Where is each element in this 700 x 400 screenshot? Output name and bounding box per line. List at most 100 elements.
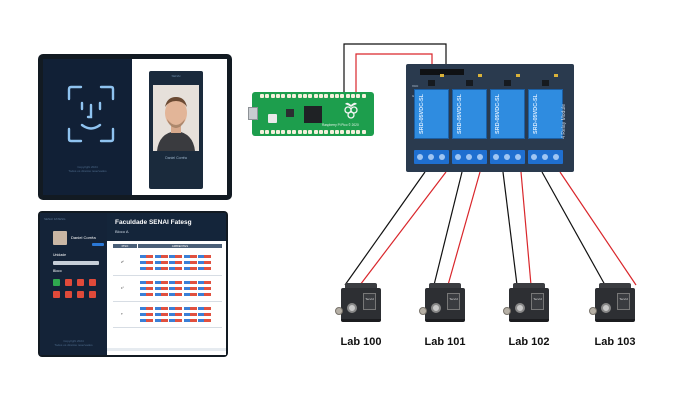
pico-pin <box>324 130 329 134</box>
room-open-segment <box>154 281 161 284</box>
room-toggle[interactable] <box>169 261 182 264</box>
room-toggle[interactable] <box>154 307 168 310</box>
block-button[interactable] <box>53 291 60 298</box>
room-toggle[interactable] <box>169 313 182 316</box>
room-toggle[interactable] <box>154 255 168 258</box>
room-toggle[interactable] <box>169 267 182 270</box>
room-toggle[interactable] <box>169 287 182 290</box>
pico-pin <box>313 130 318 134</box>
pico-pin <box>351 130 356 134</box>
room-toggle[interactable] <box>169 281 182 284</box>
room-open-segment <box>169 261 175 264</box>
room-close-segment <box>204 267 211 270</box>
room-toggle[interactable] <box>140 307 153 310</box>
terminal-screw <box>477 154 483 160</box>
room-toggle[interactable] <box>183 319 197 322</box>
room-toggle[interactable] <box>140 287 153 290</box>
block-button[interactable] <box>89 291 96 298</box>
room-toggle[interactable] <box>154 319 168 322</box>
relay: SRD-05VDC-SL-C <box>414 89 449 139</box>
room-toggle[interactable] <box>198 313 211 316</box>
room-toggle[interactable] <box>169 307 182 310</box>
room-toggle[interactable] <box>154 267 168 270</box>
block-button[interactable] <box>53 279 60 286</box>
electric-lock: Tecvid <box>589 283 639 325</box>
room-toggle[interactable] <box>183 293 197 296</box>
room-toggle[interactable] <box>169 293 182 296</box>
room-close-segment <box>146 287 153 290</box>
pico-pin <box>335 130 340 134</box>
room-toggle[interactable] <box>154 313 168 316</box>
lab-label: Lab 100 <box>340 336 382 348</box>
lock-top-plate <box>429 283 461 290</box>
room-toggle[interactable] <box>183 267 197 270</box>
block-label: Bloco <box>53 269 62 273</box>
pico-pin <box>292 94 297 98</box>
room-toggle[interactable] <box>140 267 153 270</box>
room-toggle[interactable] <box>198 261 211 264</box>
pico-pin <box>281 130 286 134</box>
relay-pin-header <box>420 69 464 75</box>
pico-pin <box>345 130 350 134</box>
pico-pin <box>351 94 356 98</box>
lock-bolt <box>503 307 511 315</box>
room-toggle[interactable] <box>154 293 168 296</box>
lock-brand: Tecvid <box>533 297 542 301</box>
person-avatar-icon <box>153 85 199 151</box>
room-open-segment <box>198 287 204 290</box>
block-button[interactable] <box>77 291 84 298</box>
room-toggle[interactable] <box>140 281 153 284</box>
block-button[interactable] <box>89 279 96 286</box>
room-toggle[interactable] <box>154 261 168 264</box>
room-open-segment <box>198 319 204 322</box>
lock-brand-plate: Tecvid <box>447 293 460 310</box>
room-toggle[interactable] <box>140 293 153 296</box>
room-close-segment <box>160 313 168 316</box>
room-close-segment <box>160 287 168 290</box>
room-close-segment <box>146 307 153 310</box>
wire-pico-relay-red <box>355 53 433 92</box>
block-button[interactable] <box>65 291 72 298</box>
room-toggle[interactable] <box>198 287 211 290</box>
room-toggle[interactable] <box>154 287 168 290</box>
room-close-segment <box>189 319 197 322</box>
room-close-segment <box>204 313 211 316</box>
room-toggle[interactable] <box>140 255 153 258</box>
room-close-segment <box>146 313 153 316</box>
room-close-segment <box>189 281 197 284</box>
room-toggle[interactable] <box>154 281 168 284</box>
room-toggle[interactable] <box>183 261 197 264</box>
room-toggle[interactable] <box>183 287 197 290</box>
block-button[interactable] <box>77 279 84 286</box>
grid-header-floor: PISO <box>113 244 137 248</box>
room-toggle[interactable] <box>198 255 211 258</box>
lock-cylinder <box>347 303 357 313</box>
room-close-segment <box>160 281 168 284</box>
terminal-screw <box>493 154 499 160</box>
room-toggle[interactable] <box>140 319 153 322</box>
room-toggle[interactable] <box>198 307 211 310</box>
wire-relay1-lock1-black <box>344 171 426 286</box>
room-toggle[interactable] <box>198 281 211 284</box>
wire-relay4-lock4-red <box>559 171 637 286</box>
room-toggle[interactable] <box>183 307 197 310</box>
room-open-segment <box>198 313 204 316</box>
room-close-segment <box>175 281 182 284</box>
room-open-segment <box>154 307 161 310</box>
room-toggle[interactable] <box>183 313 197 316</box>
unit-select[interactable] <box>53 261 99 265</box>
room-toggle[interactable] <box>169 319 182 322</box>
user-name: Daniel Corrêa <box>165 156 187 160</box>
lock-cylinder <box>431 303 441 313</box>
room-toggle[interactable] <box>198 319 211 322</box>
room-toggle[interactable] <box>198 267 211 270</box>
room-toggle[interactable] <box>140 313 153 316</box>
room-toggle[interactable] <box>183 281 197 284</box>
room-toggle[interactable] <box>183 255 197 258</box>
profile-button[interactable] <box>92 243 104 246</box>
block-button[interactable] <box>65 279 72 286</box>
room-toggle[interactable] <box>169 255 182 258</box>
room-toggle[interactable] <box>140 261 153 264</box>
room-open-segment <box>169 307 175 310</box>
room-toggle[interactable] <box>198 293 211 296</box>
